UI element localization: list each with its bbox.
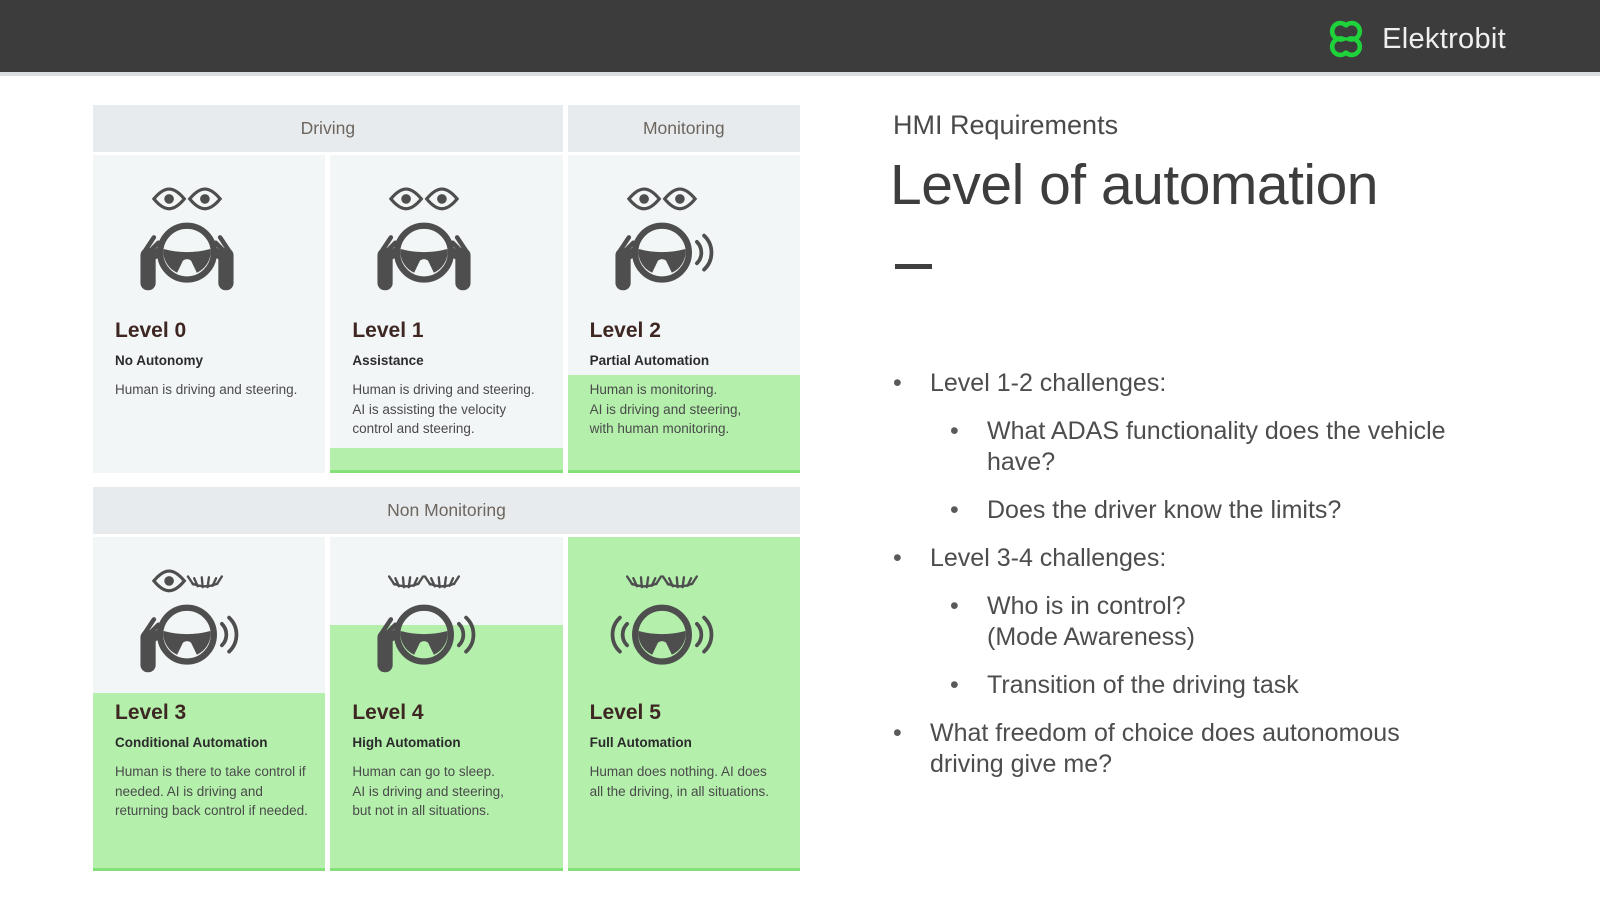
level-0-card: Level 0 No Autonomy Human is driving and… [93,155,326,473]
level-description: Human is there to take control if needed… [115,764,308,818]
page-title: Level of automation [890,153,1379,217]
level-description: Human does nothing. AI does all the driv… [589,764,769,799]
level-subtitle: High Automation [352,735,461,750]
list-item: • Level 3-4 challenges: [893,543,1513,574]
bullet-icon: • [950,592,959,620]
level-description: Human is driving and steering. AI is ass… [352,382,535,436]
level-5-card: Level 5 Full Automation Human does nothi… [567,537,800,871]
level-5-text: Level 5 Full Automation Human does nothi… [590,701,788,801]
bullet-icon: • [950,496,959,524]
two-open-eyes-steering-wheel-two-hands-icon [117,187,257,292]
level-0-text: Level 0 No Autonomy Human is driving and… [115,319,313,400]
level-title: Level 4 [352,701,424,724]
list-item: • Transition of the driving task [950,670,1513,701]
level-3-card: Level 3 Conditional Automation Human is … [93,537,326,871]
bullet-icon: • [950,671,959,699]
two-closed-eyes-steering-wheel-no-hands-waves-both-sides-icon [592,575,713,674]
bullet-icon: • [893,369,902,397]
level-description: Human is driving and steering. [115,382,298,397]
bullet-text: Who is in control? (Mode Awareness) [987,592,1195,651]
green-highlight [330,625,563,871]
level-2-card: Level 2 Partial Automation Human is moni… [567,155,800,473]
elektrobit-logo-icon [1330,20,1363,58]
list-item: • Level 1-2 challenges: [893,368,1513,399]
bullet-text: What ADAS functionality does the vehicle… [987,417,1446,476]
brand-name: Elektrobit [1382,22,1506,55]
level-1-card: Level 1 Assistance Human is driving and … [330,155,563,473]
level-title: Level 1 [352,319,424,342]
level-title: Level 5 [589,701,661,724]
slide-kicker: HMI Requirements [893,110,1119,140]
title-dash [895,264,932,269]
level-3-text: Level 3 Conditional Automation Human is … [115,701,313,821]
group-header-driving: Driving [93,105,563,152]
green-highlight [567,375,800,473]
two-closed-eyes-steering-wheel-one-hand-waves-right-icon [354,575,476,674]
level-subtitle: Conditional Automation [115,735,268,750]
level-2-text: Level 2 Partial Automation Human is moni… [590,319,788,439]
bullet-icon: • [950,417,959,445]
level-description: Human can go to sleep. AI is driving and… [352,764,504,818]
level-1-text: Level 1 Assistance Human is driving and … [352,319,550,439]
level-4-text: Level 4 High Automation Human can go to … [352,701,550,821]
bullet-text: What freedom of choice does autonomous d… [930,719,1400,778]
green-highlight [330,448,563,473]
top-bar: Elektrobit [0,0,1600,76]
level-subtitle: Full Automation [589,735,692,750]
level-title: Level 3 [115,701,187,724]
two-open-eyes-steering-wheel-two-hands-icon [354,187,494,292]
bullet-text: Level 1-2 challenges: [930,369,1167,397]
group-header-monitoring: Monitoring [567,105,800,152]
bullet-text: Does the driver know the limits? [987,496,1342,524]
level-title: Level 0 [115,319,187,342]
list-item: • What freedom of choice does autonomous… [893,718,1513,780]
brand: Elektrobit [1322,18,1506,60]
green-highlight [93,693,326,871]
level-subtitle: Partial Automation [589,353,710,368]
list-item: • What ADAS functionality does the vehic… [950,416,1513,478]
level-subtitle: No Autonomy [115,353,203,368]
level-subtitle: Assistance [352,353,424,368]
bullet-icon: • [893,719,902,747]
level-4-card: Level 4 High Automation Human can go to … [330,537,563,871]
list-item: • Does the driver know the limits? [950,495,1513,526]
level-title: Level 2 [589,319,661,342]
level-description: Human is monitoring. AI is driving and s… [589,382,742,436]
bullet-text: Transition of the driving task [987,671,1299,699]
open-and-closed-eye-steering-wheel-one-hand-waves-right-icon [117,569,239,674]
bullet-text: Level 3-4 challenges: [930,544,1167,572]
list-item: • Who is in control? (Mode Awareness) [950,591,1513,653]
bullet-list: • Level 1-2 challenges: • What ADAS func… [893,368,1513,797]
group-header-non-monitoring: Non Monitoring [93,487,800,534]
bullet-icon: • [893,544,902,572]
two-open-eyes-steering-wheel-one-hand-waves-right-icon [592,187,713,292]
